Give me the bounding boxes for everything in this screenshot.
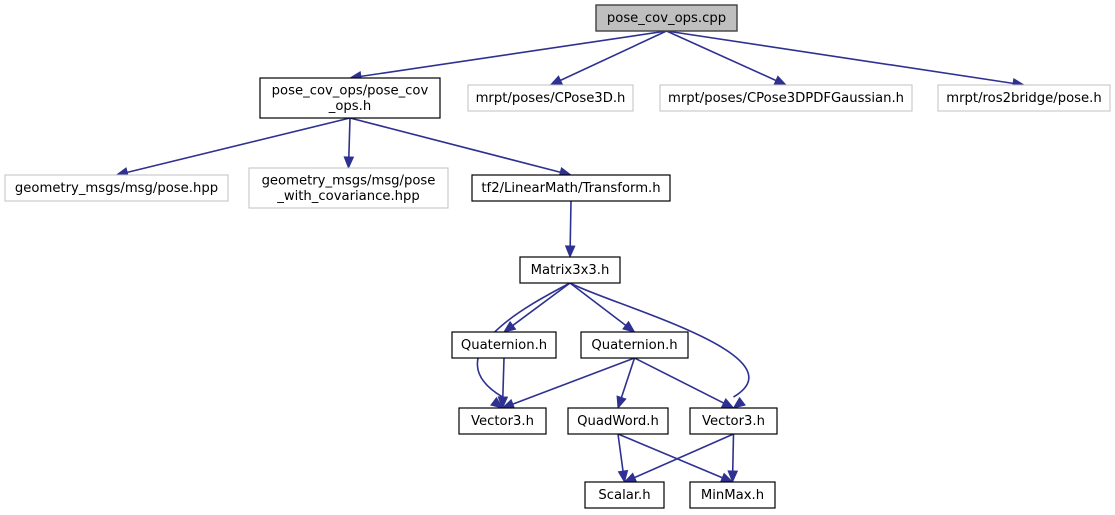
edge-arrowhead: [490, 396, 504, 409]
node-label-line: Vector3.h: [702, 414, 765, 429]
graph-edge: [560, 30, 667, 82]
graph-node[interactable]: mrpt/poses/CPose3DPDFGaussian.h: [659, 84, 913, 112]
graph-node[interactable]: Vector3.h: [689, 407, 778, 435]
edge-arrowhead: [564, 245, 576, 259]
node-box[interactable]: [595, 4, 738, 32]
graph-node[interactable]: Scalar.h: [584, 481, 665, 509]
node-label-line: geometry_msgs/msg/pose.hpp: [15, 181, 218, 196]
edge-arrowhead: [622, 320, 636, 333]
graph-edge: [512, 282, 571, 327]
graph-node[interactable]: tf2/LinearMath/Transform.h: [471, 174, 671, 202]
graph-edge: [731, 433, 735, 472]
node-label-line: Matrix3x3.h: [531, 263, 610, 278]
node-label-line: pose_cov_ops/pose_cov: [272, 83, 429, 98]
graph-edge: [349, 117, 561, 174]
node-box[interactable]: [659, 84, 913, 112]
edge-arrowhead: [732, 396, 746, 409]
node-label: QuadWord.h: [577, 414, 659, 429]
graph-node[interactable]: Quaternion.h: [451, 331, 557, 359]
node-label-line: tf2/LinearMath/Transform.h: [481, 181, 660, 196]
node-box[interactable]: [451, 331, 557, 359]
graph-node[interactable]: mrpt/ros2bridge/pose.h: [937, 84, 1111, 112]
node-label-line: Scalar.h: [598, 488, 650, 503]
graph-node[interactable]: pose_cov_ops.cpp: [595, 4, 738, 32]
node-label: MinMax.h: [701, 488, 764, 503]
node-box[interactable]: [584, 481, 665, 509]
edge-arrowhead: [502, 320, 517, 333]
node-label: Scalar.h: [598, 488, 650, 503]
edge-arrowhead: [343, 156, 355, 170]
graph-node[interactable]: pose_cov_ops/pose_cov_ops.h: [259, 77, 441, 119]
node-label: Matrix3x3.h: [531, 263, 610, 278]
node-label-line: mrpt/poses/CPose3D.h: [476, 91, 626, 106]
node-label: geometry_msgs/msg/pose_with_covariance.h…: [262, 173, 436, 204]
node-box[interactable]: [689, 407, 778, 435]
node-label: Vector3.h: [471, 414, 534, 429]
node-box[interactable]: [4, 174, 229, 202]
node-label-line: QuadWord.h: [577, 414, 659, 429]
graph-edge: [620, 357, 636, 398]
node-label-line: MinMax.h: [701, 488, 764, 503]
node-box[interactable]: [248, 167, 449, 209]
graph-edge: [617, 433, 723, 479]
edge-arrowhead: [720, 398, 735, 409]
node-label-line: _with_covariance.hpp: [276, 189, 420, 204]
graph-edge: [634, 433, 734, 479]
node-label-line: mrpt/poses/CPose3DPDFGaussian.h: [668, 91, 904, 106]
graph-edge: [360, 30, 667, 78]
node-label: tf2/LinearMath/Transform.h: [481, 181, 660, 196]
graph-edge: [569, 200, 572, 247]
node-box[interactable]: [689, 481, 776, 509]
graph-node[interactable]: Vector3.h: [458, 407, 547, 435]
node-label-line: geometry_msgs/msg/pose: [262, 173, 436, 188]
node-box[interactable]: [259, 77, 441, 119]
graph-node[interactable]: mrpt/poses/CPose3D.h: [467, 84, 634, 112]
graph-edge: [666, 30, 1014, 85]
node-box[interactable]: [458, 407, 547, 435]
edge-arrowhead: [549, 75, 564, 86]
edge-arrowhead: [617, 469, 629, 484]
graph-edge: [569, 282, 627, 326]
node-box[interactable]: [471, 174, 671, 202]
node-label-line: _ops.h: [328, 99, 371, 114]
node-label-line: Vector3.h: [471, 414, 534, 429]
node-box[interactable]: [937, 84, 1111, 112]
edge-arrowhead: [727, 470, 739, 484]
graph-node[interactable]: geometry_msgs/msg/pose.hpp: [4, 174, 229, 202]
edge-arrowhead: [616, 395, 627, 410]
graph-edge: [348, 117, 351, 158]
graph-edge: [502, 357, 505, 398]
graph-edge: [126, 117, 351, 174]
edge-arrowhead: [773, 75, 788, 86]
graph-node[interactable]: MinMax.h: [689, 481, 776, 509]
graph-edge: [512, 357, 635, 405]
node-label: pose_cov_ops/pose_cov_ops.h: [272, 83, 429, 114]
node-box[interactable]: [580, 331, 689, 359]
node-label: Vector3.h: [702, 414, 765, 429]
graph-node[interactable]: QuadWord.h: [567, 407, 669, 435]
graph-edge: [617, 433, 624, 472]
node-label: mrpt/poses/CPose3DPDFGaussian.h: [668, 91, 904, 106]
graph-node[interactable]: geometry_msgs/msg/pose_with_covariance.h…: [248, 167, 449, 209]
node-label: mrpt/poses/CPose3D.h: [476, 91, 626, 106]
node-label: pose_cov_ops.cpp: [607, 11, 726, 26]
node-box[interactable]: [467, 84, 634, 112]
node-label: Quaternion.h: [461, 338, 547, 353]
graph-edge: [666, 30, 777, 82]
graph-node[interactable]: Quaternion.h: [580, 331, 689, 359]
node-box[interactable]: [567, 407, 669, 435]
graph-node[interactable]: Matrix3x3.h: [519, 256, 621, 284]
edge-arrowhead: [497, 396, 509, 410]
graph-edge: [634, 357, 725, 404]
node-box[interactable]: [519, 256, 621, 284]
node-label-line: pose_cov_ops.cpp: [607, 11, 726, 26]
graph-edge: [569, 282, 750, 398]
node-label-line: Quaternion.h: [461, 338, 547, 353]
node-label: geometry_msgs/msg/pose.hpp: [15, 181, 218, 196]
node-label-line: Quaternion.h: [591, 338, 677, 353]
node-label: mrpt/ros2bridge/pose.h: [946, 91, 1101, 106]
graph-nodes: pose_cov_ops.cpp pose_cov_ops/pose_cov_op…: [4, 4, 1111, 509]
node-label: Quaternion.h: [591, 338, 677, 353]
node-label-line: mrpt/ros2bridge/pose.h: [946, 91, 1101, 106]
